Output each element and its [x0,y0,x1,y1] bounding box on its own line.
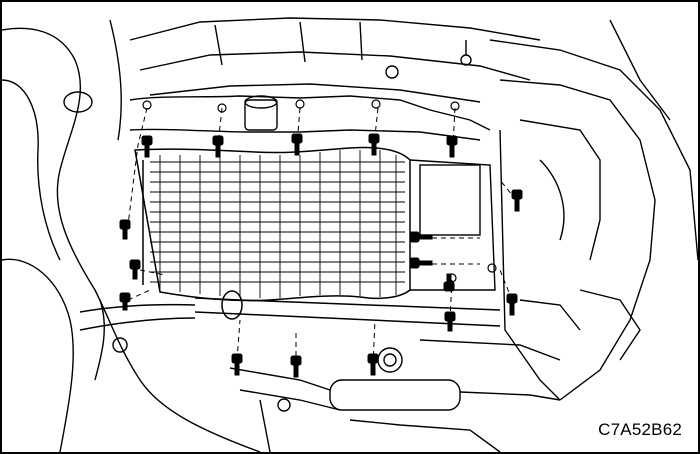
bolts [119,133,523,378]
bolt-holes [142,99,497,283]
bolt [511,189,523,212]
drive-shaft [79,290,501,331]
bolt [444,311,456,332]
bolt [443,273,455,292]
bolt [368,133,380,156]
bolt [119,292,131,311]
oil-pan-flange [129,95,496,291]
oil-pan-fins [150,150,405,298]
oil-pan [134,146,411,302]
dashed-leader-lines [127,107,517,366]
bolt [506,293,518,316]
bolt [212,135,224,158]
bolt [129,259,141,280]
bolt [409,231,433,243]
bolt [409,257,433,269]
lower-subframe [229,339,561,453]
transaxle-housing [489,19,699,401]
bolt [367,353,379,376]
bolt [231,353,243,376]
bolt [119,219,131,240]
engine-block [129,17,541,131]
bolt [141,135,153,158]
bolt [446,135,458,158]
left-body-structure [1,19,261,453]
bolt [291,133,303,156]
bolt [290,355,302,378]
figure-code: C7A52B62 [598,420,682,439]
